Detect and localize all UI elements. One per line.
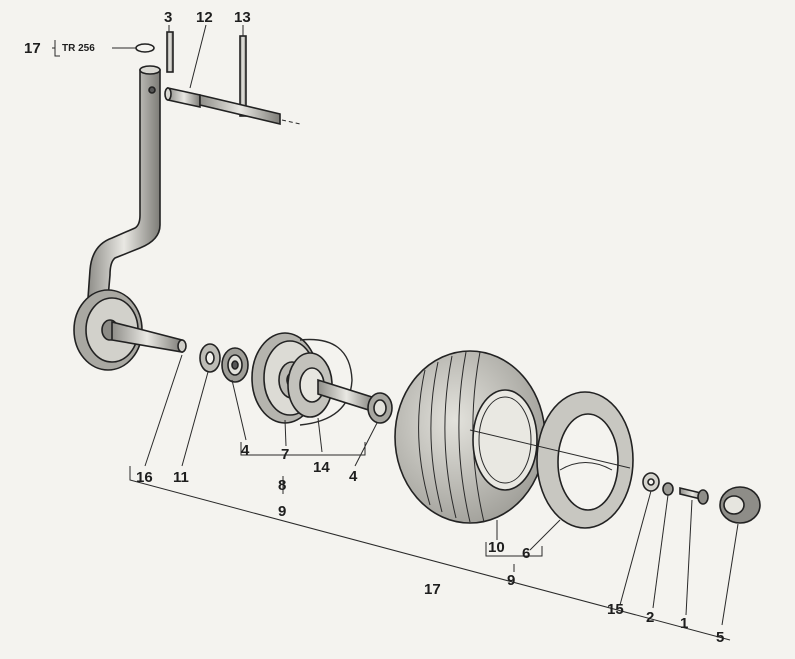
label-6: 6	[522, 545, 530, 562]
axis-line	[469, 429, 631, 469]
washer-15	[642, 472, 660, 492]
pin-3	[166, 31, 174, 73]
hub-cap	[719, 486, 761, 524]
crank-arm	[87, 65, 161, 299]
pin-13	[199, 35, 301, 126]
sleeve-12	[164, 87, 201, 108]
tyre	[394, 350, 546, 524]
label-11: 11	[173, 469, 189, 486]
label-12: 12	[196, 9, 213, 26]
label-9-right: 9	[507, 572, 515, 589]
label-1: 1	[680, 615, 688, 632]
hub-flange	[73, 289, 187, 371]
inner-tube	[536, 391, 634, 529]
washer-11	[199, 343, 221, 373]
bearing-left	[221, 347, 249, 383]
label-13: 13	[234, 9, 251, 26]
label-16: 16	[136, 469, 153, 486]
label-3: 3	[164, 9, 172, 26]
label-4-left: 4	[241, 442, 250, 459]
bolt	[679, 486, 709, 505]
label-9-left: 9	[278, 503, 286, 520]
washer-2	[662, 482, 674, 496]
label-8: 8	[278, 477, 286, 494]
label-tr256: TR 256	[62, 43, 95, 54]
label-7: 7	[281, 446, 289, 463]
label-15: 15	[607, 601, 624, 618]
label-17-top: 17	[24, 40, 41, 57]
o-ring	[135, 43, 155, 53]
label-4-right: 4	[349, 468, 358, 485]
label-10: 10	[488, 539, 505, 556]
leader-lines	[52, 24, 739, 641]
callouts: 3 12 13 17 TR 256 16 11 4 7 14 4 8 9 10 …	[24, 9, 724, 646]
label-17-bottom: 17	[424, 581, 441, 598]
bearing-right	[367, 392, 393, 424]
label-14: 14	[313, 459, 330, 476]
rim-half-14	[287, 338, 376, 426]
label-2: 2	[646, 609, 654, 626]
label-5: 5	[716, 629, 724, 646]
